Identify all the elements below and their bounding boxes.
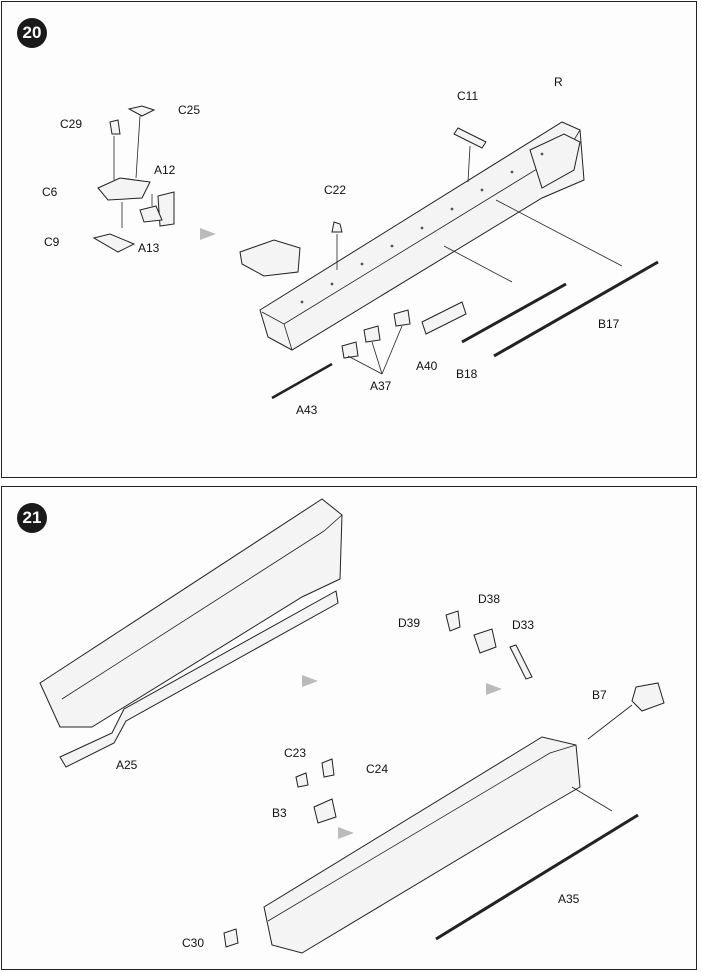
direction-hint-arrow (302, 675, 318, 687)
label-C23: C23 (284, 746, 307, 760)
frame-rail-upper (39, 498, 343, 728)
label-C29: C29 (60, 117, 83, 131)
part-C25-shape (127, 105, 156, 117)
rod-A43 (271, 362, 333, 400)
bracket-front (239, 239, 301, 277)
part-D38-shape (473, 628, 497, 654)
label-D33: D33 (512, 618, 535, 632)
label-A13: A13 (138, 241, 160, 255)
direction-hint-arrow-2 (486, 683, 502, 695)
rod-A35 (435, 813, 639, 941)
part-C11-shape (453, 127, 487, 149)
part-D33-shape (509, 644, 533, 680)
label-A43: A43 (296, 403, 318, 417)
label-D39: D39 (398, 616, 421, 630)
label-C22: C22 (324, 183, 347, 197)
label-C6: C6 (42, 185, 58, 199)
rod-B18 (461, 282, 567, 344)
label-A12: A12 (154, 163, 176, 177)
label-D38: D38 (478, 592, 501, 606)
part-D39-shape (445, 610, 461, 632)
label-B17: B17 (598, 317, 620, 331)
part-C24-shape (321, 758, 335, 778)
step-21-panel: 21 D38 D39 D33 B7 A25 C23 C24 B3 A35 C30 (1, 486, 697, 970)
strip-A25 (59, 590, 339, 768)
label-C11: C11 (457, 89, 479, 103)
label-C25: C25 (178, 103, 201, 117)
part-A37-shape-3 (393, 309, 411, 327)
part-B3-shape (313, 798, 337, 824)
part-C6-shape (97, 177, 151, 201)
label-A37: A37 (370, 379, 392, 393)
label-C24: C24 (366, 762, 389, 776)
step-20-panel: 20 (1, 1, 697, 478)
part-A40-shape (421, 301, 467, 335)
label-B7: B7 (592, 688, 607, 702)
label-R: R (554, 75, 563, 89)
frame-rail (259, 121, 585, 351)
label-C9: C9 (44, 235, 60, 249)
label-A35: A35 (558, 892, 580, 906)
step-21-badge: 21 (17, 503, 47, 533)
frame-rail-lower (263, 736, 581, 954)
label-C30: C30 (182, 936, 205, 950)
label-A25: A25 (116, 758, 138, 772)
part-A37-shape-2 (363, 325, 381, 343)
bracket-rear (529, 133, 581, 189)
part-C22-shape (331, 221, 343, 233)
rod-B17 (493, 260, 659, 358)
label-B3: B3 (272, 806, 287, 820)
part-B7-shape (631, 682, 665, 712)
part-A12-shape (157, 191, 175, 227)
part-A37-shape-1 (341, 341, 359, 359)
step-20-badge: 20 (17, 18, 47, 48)
direction-hint-arrow-3 (338, 827, 354, 839)
label-A40: A40 (416, 359, 438, 373)
label-B18: B18 (456, 367, 478, 381)
part-C29-shape (109, 119, 121, 135)
part-C23-shape (295, 772, 309, 788)
step-21-drawing (39, 498, 665, 954)
step-20-drawing (92, 105, 659, 400)
direction-hint-arrow (200, 228, 216, 240)
part-C9-shape (92, 233, 136, 253)
part-A13-shape (139, 205, 163, 223)
part-C30-shape (223, 928, 239, 948)
